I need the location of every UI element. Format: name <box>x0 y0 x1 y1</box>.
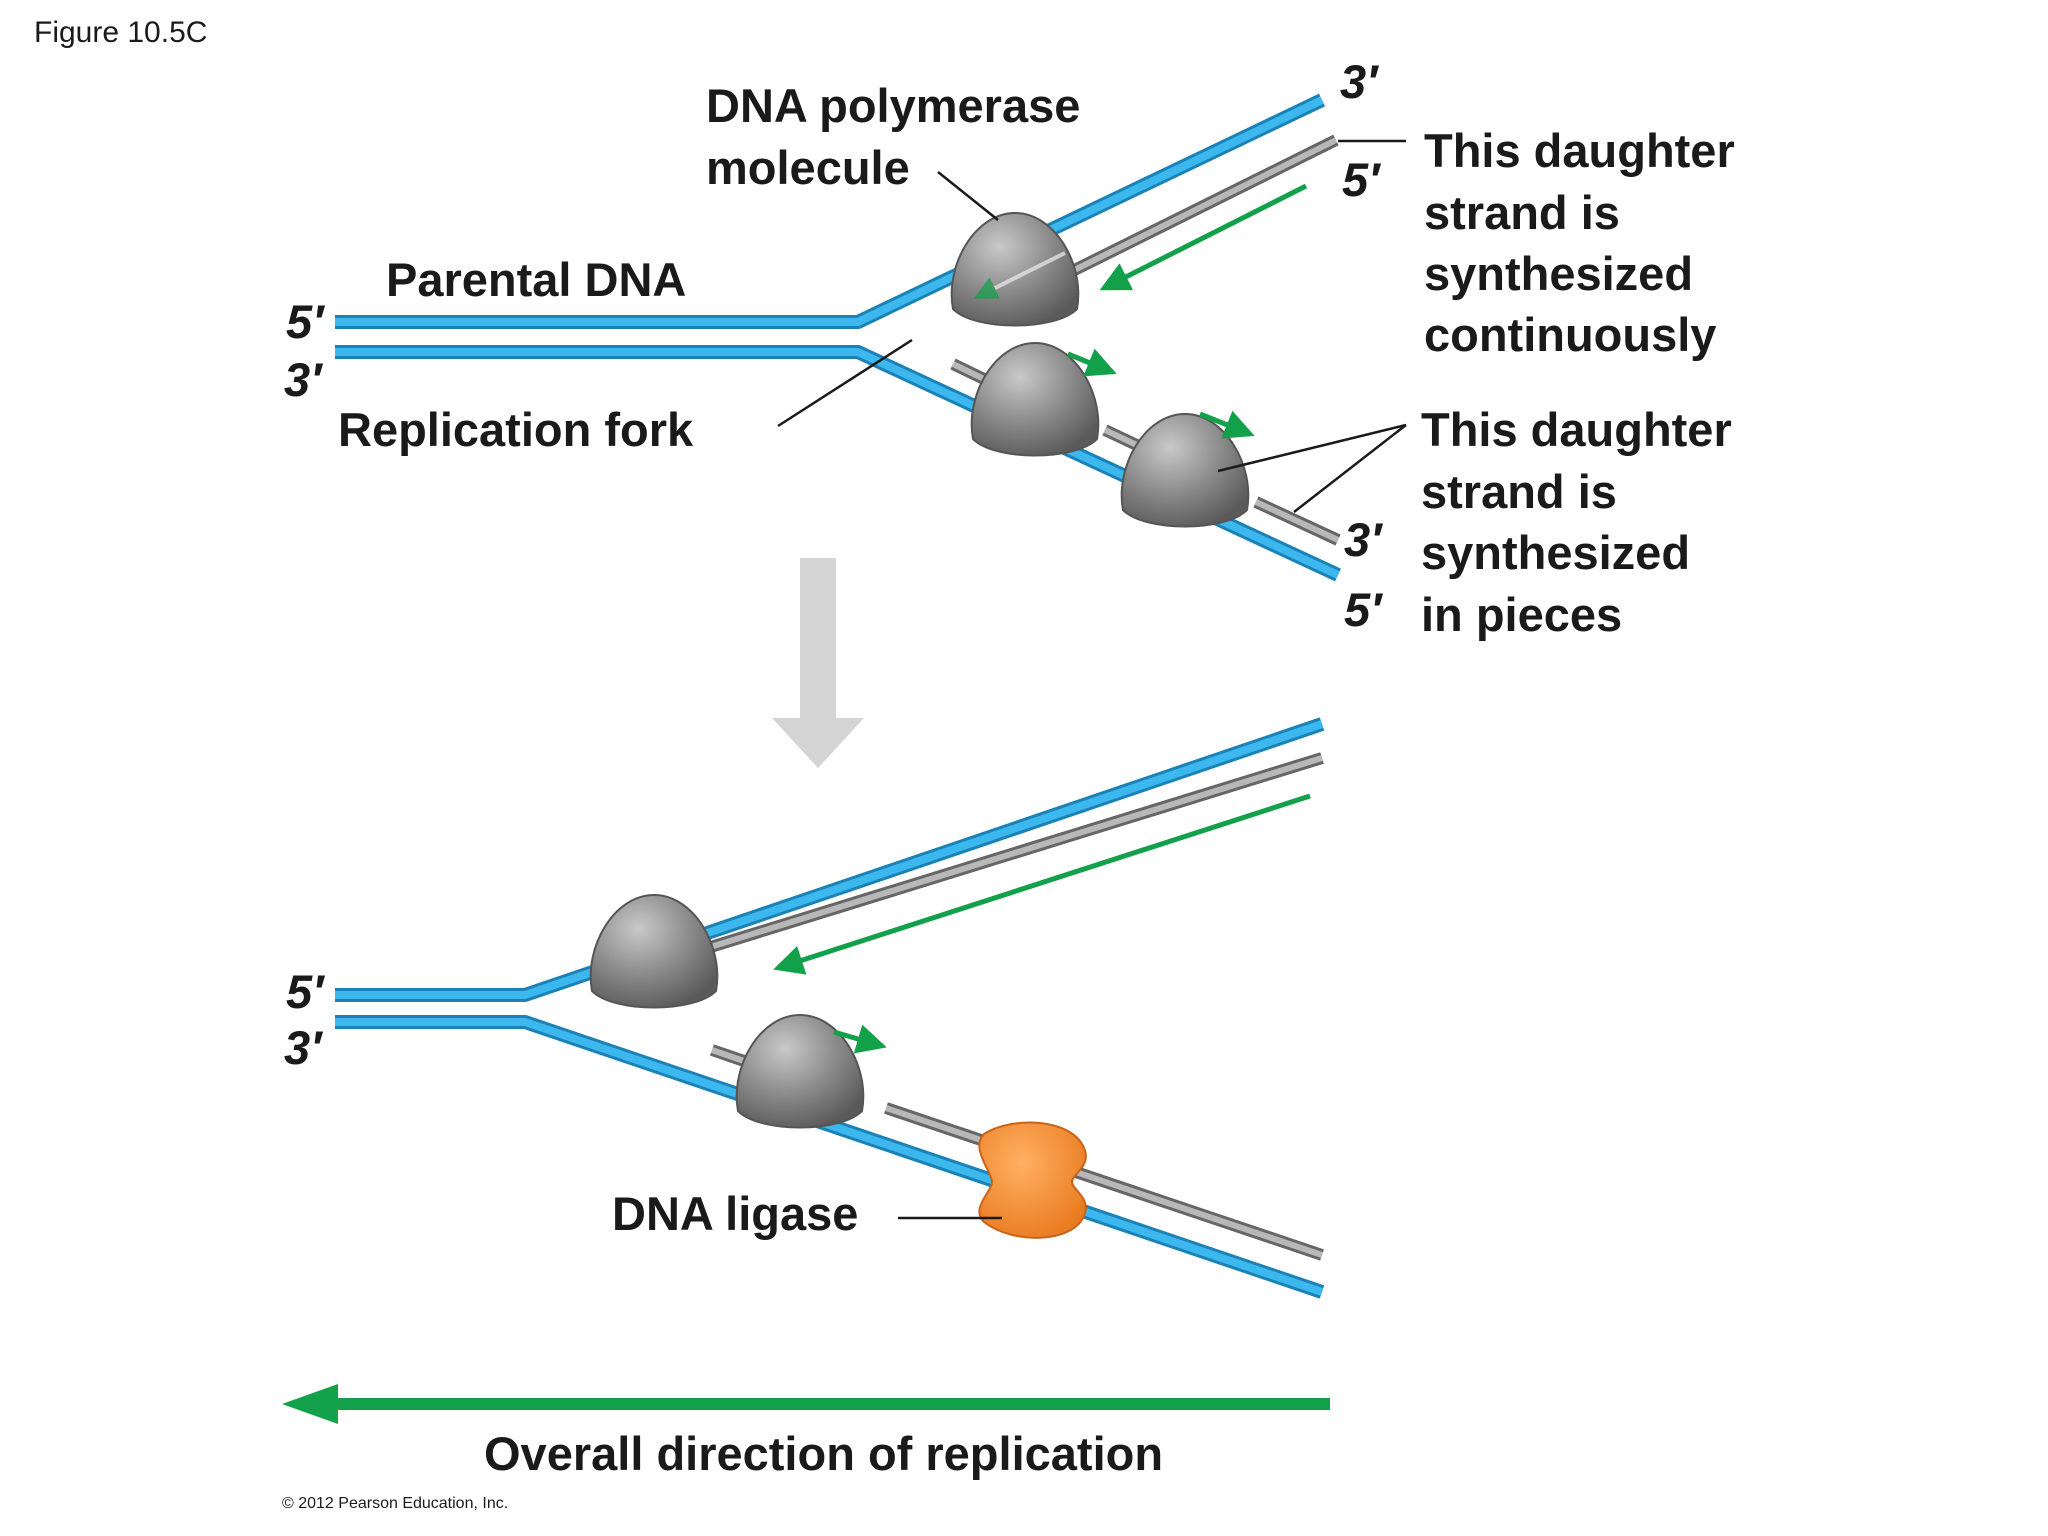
dna-polymerase-lagging-2 <box>1120 412 1250 528</box>
bottom-panel: DNA ligase 5′ 3′ <box>284 717 1325 1299</box>
svg-text:strand is: strand is <box>1421 465 1617 518</box>
leader-lines-top <box>777 139 1407 513</box>
leading-synthesis-arrow <box>1099 183 1308 291</box>
overall-direction-arrow <box>282 1384 1330 1424</box>
synthesis-direction-arrows-top <box>1067 183 1308 439</box>
pieces-strand-label: This daughter strand is synthesized in p… <box>1421 403 1732 641</box>
end-label-top-left-3: 3′ <box>284 353 323 406</box>
dna-ligase <box>978 1121 1087 1239</box>
end-label-top-right-lower-5: 5′ <box>1344 583 1383 636</box>
dna-polymerase-leading <box>950 211 1080 327</box>
svg-text:synthesized: synthesized <box>1424 247 1693 300</box>
end-label-bottom-left-5: 5′ <box>286 965 325 1018</box>
end-label-top-left-5: 5′ <box>286 295 325 348</box>
copyright-notice: © 2012 Pearson Education, Inc. <box>282 1495 508 1512</box>
dna-polymerase-bottom-leading <box>589 893 719 1009</box>
daughter-strands-bottom <box>618 752 1324 1261</box>
polymerase-label-line1: DNA polymerase <box>706 79 1080 132</box>
synthesis-direction-arrows-bottom <box>773 793 1311 1054</box>
parental-dna-label: Parental DNA <box>386 253 686 306</box>
dna-polymerase-lagging-1 <box>970 341 1100 457</box>
end-label-top-right-upper-3: 3′ <box>1340 55 1379 108</box>
replication-fork-label: Replication fork <box>338 403 694 456</box>
lagging-synthesis-arrow-2 <box>1199 410 1255 439</box>
dna-ligase-label: DNA ligase <box>612 1187 858 1240</box>
end-label-top-right-lower-3: 3′ <box>1344 513 1383 566</box>
svg-text:continuously: continuously <box>1424 308 1716 361</box>
svg-text:in pieces: in pieces <box>1421 588 1622 641</box>
dna-polymerase-bottom-lagging <box>735 1013 865 1129</box>
figure-id: Figure 10.5C <box>34 16 207 49</box>
transition-arrow <box>772 558 864 768</box>
continuous-strand-label: This daughter strand is synthesized cont… <box>1424 124 1735 361</box>
svg-text:synthesized: synthesized <box>1421 526 1690 579</box>
overall-direction-label: Overall direction of replication <box>484 1427 1163 1480</box>
svg-text:This daughter: This daughter <box>1421 403 1732 456</box>
svg-text:This daughter: This daughter <box>1424 124 1735 177</box>
top-panel: DNA polymerase molecule Parental DNA Rep… <box>284 55 1735 641</box>
end-label-top-right-upper-5: 5′ <box>1342 153 1381 206</box>
svg-text:strand is: strand is <box>1424 186 1620 239</box>
polymerase-label-line2: molecule <box>706 141 910 194</box>
lagging-synthesis-arrow-1 <box>1067 348 1117 377</box>
end-label-bottom-left-3: 3′ <box>284 1021 323 1074</box>
